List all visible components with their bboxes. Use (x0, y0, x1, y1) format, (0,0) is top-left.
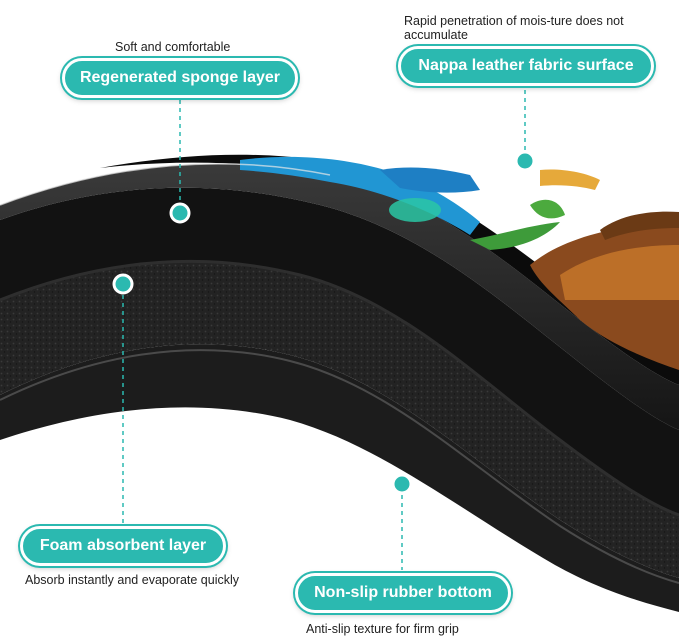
foam-layer (0, 261, 679, 578)
sponge-layer (0, 187, 679, 515)
foam-caption: Absorb instantly and evaporate quickly (25, 573, 240, 587)
rubber-caption: Anti-slip texture for firm grip (306, 622, 459, 636)
rubber-bottom-label: Non-slip rubber bottom (295, 573, 511, 613)
leather-edge (0, 163, 679, 430)
foam-layer-label: Foam absorbent layer (20, 526, 226, 566)
sponge-layer-label: Regenerated sponge layer (62, 58, 298, 98)
layer-markers (112, 150, 536, 495)
sponge-caption: Soft and comfortable (115, 40, 231, 54)
leather-caption: Rapid penetration of mois-ture does not … (404, 14, 624, 42)
leader-lines (122, 90, 526, 570)
rubber-bottom-layer (0, 344, 679, 612)
leather-surface-label: Nappa leather fabric surface (398, 46, 654, 86)
